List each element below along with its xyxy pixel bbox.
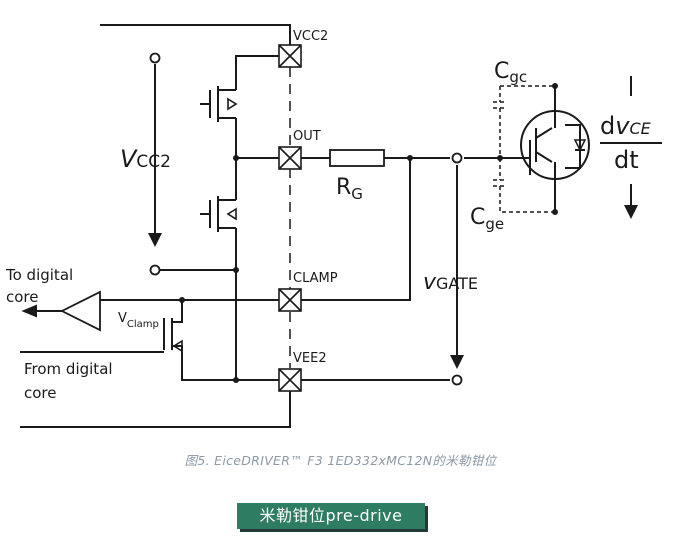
out-pin-box <box>278 146 302 170</box>
pin-label-out: OUT <box>293 129 321 144</box>
lower-transistor <box>209 196 237 380</box>
vcc2-rail <box>100 24 291 45</box>
dvce-label: dvCE <box>600 112 652 140</box>
from-digital-label-2: core <box>24 384 57 402</box>
rg-resistor <box>329 149 385 167</box>
vcc2-pin-box <box>278 44 302 68</box>
pin-label-vee2: VEE2 <box>293 351 327 366</box>
vgate-label: vGATE <box>423 270 478 295</box>
vcc2-label: VCC2 <box>120 145 171 173</box>
cge-capacitor <box>493 158 555 213</box>
to-digital-label-2: core <box>6 288 39 306</box>
cge-label: Cge <box>470 205 504 233</box>
figure-caption: 图5. EiceDRIVER™ F3 1ED332xMC12N的米勒钳位 <box>184 453 497 468</box>
clamp-pin-box <box>278 288 302 312</box>
vclamp-label: VClamp <box>118 311 159 330</box>
rg-label: RG <box>336 175 363 203</box>
ground-rail <box>20 390 291 428</box>
clamp-circuit-diagram: VCC2 OUT CLAMP VEE2 VCC2 RG Cgc Cge vGAT… <box>5 24 662 428</box>
pin-label-vcc2: VCC2 <box>293 29 328 44</box>
dt-label: dt <box>614 146 639 174</box>
cgc-capacitor <box>493 85 555 158</box>
upper-transistor <box>209 86 237 158</box>
from-digital-label-1: From digital <box>24 360 113 378</box>
comparator <box>59 290 101 332</box>
pin-label-clamp: CLAMP <box>293 271 338 286</box>
to-digital-label-1: To digital <box>5 266 73 284</box>
cgc-label: Cgc <box>494 59 527 86</box>
clamp-transistor <box>163 318 236 381</box>
vee2-pin-box <box>278 368 302 392</box>
section-badge: 米勒钳位pre-drive <box>237 503 425 529</box>
